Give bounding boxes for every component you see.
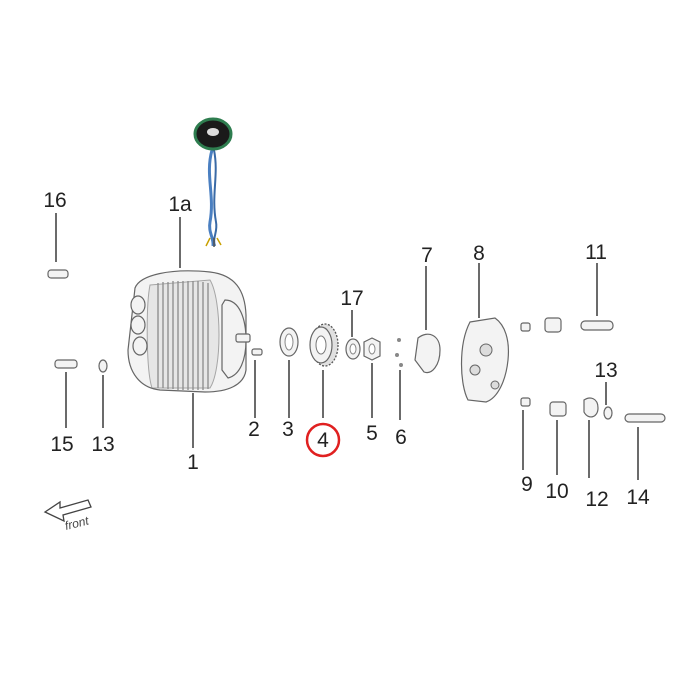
front-label: front bbox=[63, 513, 90, 533]
part-8-cover bbox=[460, 317, 510, 403]
label-12: 12 bbox=[585, 488, 608, 511]
sensor-cable-assembly bbox=[193, 117, 233, 247]
label-15: 15 bbox=[50, 433, 73, 456]
callout-labels: 16 1a 1 2 3 4 17 5 6 7 8 9 10 11 12 13 1… bbox=[43, 189, 650, 511]
motor-cooling-fins bbox=[157, 281, 209, 390]
part-17-washer bbox=[345, 338, 361, 360]
label-9: 9 bbox=[521, 473, 533, 496]
label-13-right: 13 bbox=[594, 359, 617, 382]
motor-housing bbox=[127, 270, 251, 393]
part-12-bracket bbox=[583, 397, 599, 418]
label-5: 5 bbox=[366, 422, 378, 445]
label-10: 10 bbox=[545, 480, 568, 503]
part-small-pin-upper bbox=[520, 322, 531, 332]
label-4: 4 bbox=[317, 429, 329, 452]
label-1: 1 bbox=[187, 451, 199, 474]
part-14-bolt bbox=[624, 413, 666, 423]
label-8: 8 bbox=[473, 242, 485, 265]
label-16: 16 bbox=[43, 189, 66, 212]
part-13-washer-left bbox=[98, 359, 108, 373]
part-6-screws bbox=[395, 338, 403, 367]
part-13-washer-right bbox=[603, 406, 613, 420]
label-3: 3 bbox=[282, 418, 294, 441]
part-15-bolt bbox=[54, 359, 78, 369]
label-7: 7 bbox=[421, 244, 433, 267]
label-13-left: 13 bbox=[91, 433, 114, 456]
label-2: 2 bbox=[248, 418, 260, 441]
part-16-bolt bbox=[47, 269, 69, 279]
front-arrow-icon bbox=[43, 499, 92, 523]
front-orientation-indicator: front bbox=[43, 499, 92, 533]
part-3-ring bbox=[279, 327, 299, 357]
part-spacer-upper bbox=[544, 317, 562, 333]
label-1a: 1a bbox=[168, 193, 192, 216]
part-5-nut bbox=[363, 337, 381, 361]
part-4-sprocket bbox=[309, 323, 339, 367]
highlight-circle-part-4 bbox=[305, 422, 341, 458]
part-10-spacer bbox=[549, 401, 567, 417]
part-2-pin bbox=[251, 348, 263, 356]
part-9-pin bbox=[520, 397, 531, 407]
part-11-bolt bbox=[580, 320, 614, 331]
label-6: 6 bbox=[395, 426, 407, 449]
label-17: 17 bbox=[340, 287, 363, 310]
leader-lines bbox=[55, 213, 639, 480]
label-11: 11 bbox=[585, 241, 607, 264]
label-14: 14 bbox=[626, 486, 650, 509]
part-7-plate bbox=[414, 333, 441, 374]
